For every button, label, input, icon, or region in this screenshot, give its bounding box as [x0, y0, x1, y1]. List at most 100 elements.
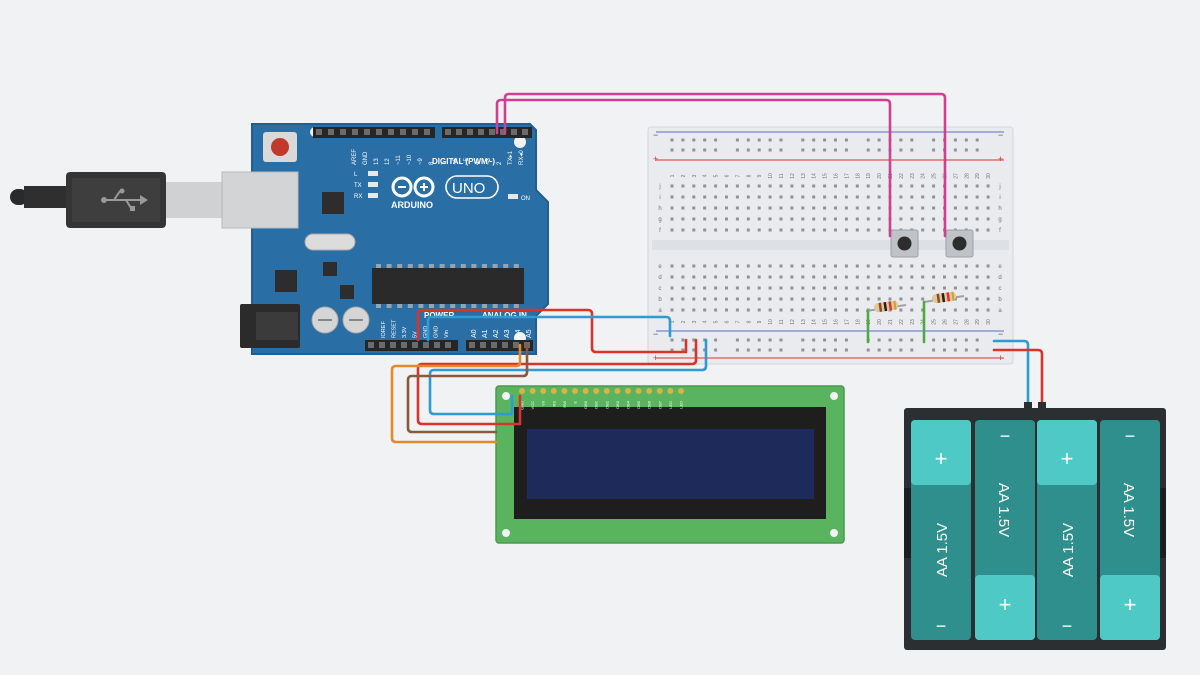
power-header[interactable]	[365, 340, 458, 351]
wire-brown-a5-lcd[interactable]	[406, 343, 529, 434]
lcd-pin-label: DB4	[626, 400, 631, 409]
power-pin-label: 3.3V	[402, 326, 408, 338]
breadboard-column-label: 17	[844, 319, 850, 325]
power-pin-label: 5V	[413, 331, 419, 338]
lcd-pin[interactable]	[646, 388, 653, 394]
breadboard-column-label: 22	[899, 319, 905, 325]
breadboard-column-label: 28	[964, 173, 970, 179]
push-button-1[interactable]	[890, 229, 919, 258]
breadboard-column-label: 26	[943, 319, 949, 325]
lcd-pin[interactable]	[678, 388, 684, 394]
breadboard-column-label: 2	[681, 320, 687, 323]
aa-battery-cell[interactable]: +−AA 1.5V	[975, 420, 1035, 640]
lcd-pin[interactable]	[540, 388, 547, 394]
breadboard-row-label: c	[999, 286, 1002, 292]
breadboard-column-label: 15	[823, 173, 829, 179]
digital-pin-label: 12	[385, 158, 391, 165]
power-pin-label: Vin	[444, 330, 450, 338]
lcd-pin[interactable]	[625, 388, 631, 394]
rail-plus-bottom-right: +	[998, 353, 1003, 363]
digital-pin-label: AREF	[352, 149, 358, 165]
digital-pin-label: ~9	[418, 157, 424, 165]
rail-plus-top: +	[653, 154, 658, 164]
lcd-pin-label: LED	[679, 401, 684, 409]
lcd-pin[interactable]	[529, 388, 536, 394]
lcd-pin-label: DB2	[604, 400, 609, 409]
lcd-pin[interactable]	[572, 388, 578, 394]
aa-battery-cell[interactable]: +−AA 1.5V	[1100, 420, 1160, 640]
dc-power-jack	[240, 304, 300, 348]
wire-red-battery[interactable]	[992, 348, 1044, 406]
wire-blue-battery[interactable]	[992, 339, 1030, 406]
breadboard-column-label: 21	[888, 319, 894, 325]
lcd-pin[interactable]	[614, 388, 621, 394]
breadboard-column-label: 13	[801, 319, 807, 325]
breadboard-column-label: 4	[703, 174, 709, 177]
lcd-screen	[527, 429, 814, 499]
breadboard-column-label: 13	[801, 173, 807, 179]
aa-battery-cell[interactable]: +−AA 1.5V	[1037, 420, 1097, 640]
wires	[390, 92, 1046, 444]
breadboard-column-label: 23	[910, 319, 916, 325]
lcd-pin[interactable]	[656, 388, 663, 394]
lcd-pin[interactable]	[635, 388, 642, 394]
breadboard-row-label: a	[658, 308, 662, 314]
lcd-pin[interactable]	[561, 388, 568, 394]
lcd-pin[interactable]	[519, 388, 525, 394]
breadboard-column-label: 10	[768, 319, 774, 325]
on-led: ON	[508, 194, 530, 202]
rail-minus-bottom: −	[653, 329, 658, 339]
resistor-1[interactable]	[865, 300, 907, 313]
breadboard-column-label: 15	[823, 319, 829, 325]
power-pin-label: GND	[423, 326, 429, 338]
analog-pin-label: A5	[526, 329, 533, 338]
power-pin-label: IOREF	[381, 321, 387, 338]
digital-pin-label: TX▸1	[508, 150, 514, 165]
wire-blue-gnd-rail[interactable]	[426, 315, 672, 342]
digital-pin-label: ~11	[396, 155, 402, 165]
push-button-2[interactable]	[945, 229, 974, 258]
breadboard-row-label: h	[658, 206, 661, 212]
digital-pin-label: GND	[363, 151, 369, 165]
breadboard-column-label: 1	[670, 320, 676, 323]
lcd-pin[interactable]	[582, 388, 589, 394]
aa-battery-cell[interactable]: +−AA 1.5V	[911, 420, 971, 640]
analog-pin-label: A0	[471, 329, 478, 338]
reset-button[interactable]	[263, 132, 297, 162]
wire-blue-lcd[interactable]	[428, 338, 708, 416]
breadboard-row-label: h	[998, 206, 1001, 212]
digital-header[interactable]	[313, 127, 532, 138]
breadboard-column-label: 25	[932, 319, 938, 325]
power-pin-label: GND	[434, 326, 440, 338]
lcd-pin[interactable]	[593, 388, 600, 394]
lcd-pin-label: DB1	[594, 400, 599, 409]
battery-plus-label: +	[935, 446, 948, 471]
analog-header[interactable]	[466, 340, 533, 351]
breadboard-row-label: b	[658, 297, 662, 303]
lcd-pin[interactable]	[550, 388, 557, 394]
breadboard-column-label: 18	[855, 173, 861, 179]
wire-red-5v-rail[interactable]	[416, 308, 688, 354]
wire-pink-d3-button1[interactable]	[495, 98, 892, 238]
breadboard-column-label: 27	[953, 319, 959, 325]
breadboard-column-label: 28	[964, 319, 970, 325]
breadboard-row-label: i	[659, 195, 660, 201]
digital-pin-label: 7	[442, 161, 448, 165]
breadboard-row-label: d	[998, 275, 1001, 281]
breadboard-column-label: 29	[975, 173, 981, 179]
lcd-pin-label: DB3	[615, 400, 620, 409]
breadboard-column-label: 4	[703, 320, 709, 323]
battery-pack[interactable]: +−AA 1.5V+−AA 1.5V+−AA 1.5V+−AA 1.5V	[904, 408, 1166, 650]
resistor-2[interactable]	[923, 291, 965, 304]
lcd-pin[interactable]	[603, 388, 610, 394]
digital-pin-label: ~6	[453, 157, 459, 165]
breadboard-row-label: d	[658, 275, 661, 281]
lcd-pin[interactable]	[667, 388, 674, 394]
wire-orange-a4-lcd[interactable]	[390, 343, 522, 444]
wire-pink-d2-button2[interactable]	[503, 92, 947, 238]
usb-icon	[101, 188, 148, 211]
battery-plus-label: +	[1061, 446, 1074, 471]
